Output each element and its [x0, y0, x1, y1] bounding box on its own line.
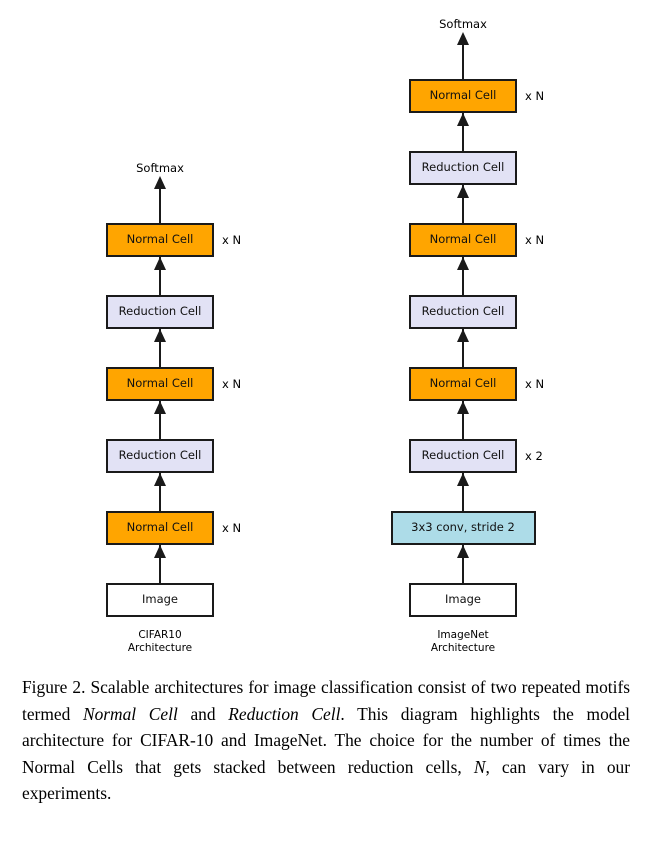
arrow-shaft: [462, 257, 464, 295]
arrow-head-icon: [457, 329, 469, 342]
arrow-shaft: [462, 185, 464, 223]
arrow-head-icon: [457, 473, 469, 486]
arrow-head-icon: [154, 257, 166, 270]
arrow-shaft: [462, 329, 464, 367]
cell-node-row: Normal Cell x N: [318, 367, 608, 401]
cell-node-row: 3x3 conv, stride 2: [318, 511, 608, 545]
cell-node-row: Reduction Cell x 2: [318, 439, 608, 473]
cell-node-row: Reduction Cell: [318, 295, 608, 329]
caption-part-3: . This diagram highlights the model arch…: [22, 703, 631, 777]
column-caption-cifar10: CIFAR10 Architecture: [15, 629, 305, 655]
arrow-head-icon: [457, 545, 469, 558]
cell-node-reduction[interactable]: Reduction Cell: [106, 295, 214, 329]
arrow-shaft: [462, 473, 464, 511]
arrow-head-icon: [154, 545, 166, 558]
arrow-shaft: [159, 329, 161, 367]
cell-node-reduction[interactable]: Reduction Cell: [106, 439, 214, 473]
repeat-multiplier-label: x N: [525, 233, 545, 247]
flow-arrow: [15, 545, 305, 583]
flow-arrow: [15, 401, 305, 439]
cell-node-reduction[interactable]: Reduction Cell: [409, 439, 517, 473]
cell-node-row: Reduction Cell: [15, 295, 305, 329]
arrow-shaft: [462, 401, 464, 439]
flow-arrow: [318, 113, 608, 151]
cell-node-row: Reduction Cell: [318, 151, 608, 185]
column-caption-line2: Architecture: [430, 642, 496, 654]
repeat-multiplier-label: x N: [525, 377, 545, 391]
cell-node-reduction[interactable]: Reduction Cell: [409, 151, 517, 185]
flow-arrow: [318, 185, 608, 223]
arrow-shaft: [159, 401, 161, 439]
cell-node-reduction[interactable]: Reduction Cell: [409, 295, 517, 329]
caption-figure-number: Figure 2.: [22, 677, 86, 698]
column-caption-line1: CIFAR10: [138, 629, 182, 641]
cell-node-row: Normal Cell x N: [15, 367, 305, 401]
cell-node-conv[interactable]: 3x3 conv, stride 2: [390, 511, 536, 545]
cell-stack-imagenet: Image 3x3 conv, stride 2 Reduction Cell x 2…: [318, 17, 608, 617]
arrow-shaft: [462, 39, 464, 79]
flow-arrow: [318, 329, 608, 367]
arrow-head-icon: [457, 257, 469, 270]
cell-node-row: Normal Cell x N: [318, 223, 608, 257]
cell-node-normal[interactable]: Normal Cell: [409, 367, 517, 401]
arrow-head-icon: [457, 401, 469, 414]
flow-arrow: [15, 329, 305, 367]
cell-node-normal[interactable]: Normal Cell: [409, 223, 517, 257]
arrow-shaft: [159, 257, 161, 295]
caption-part-2: and: [177, 703, 229, 724]
cell-node-normal[interactable]: Normal Cell: [106, 223, 214, 257]
cell-node-row: Image: [318, 583, 608, 617]
cell-node-row: Normal Cell x N: [15, 511, 305, 545]
caption-emphasis-normal-cell: Normal Cell: [82, 703, 178, 724]
softmax-output-arrow: Softmax: [318, 17, 608, 79]
flow-arrow: [318, 257, 608, 295]
cell-node-row: Image: [15, 583, 305, 617]
cell-node-normal[interactable]: Normal Cell: [409, 79, 517, 113]
cell-node-row: Normal Cell x N: [318, 79, 608, 113]
arrow-head-icon: [154, 473, 166, 486]
caption-part-1: Scalable architectures for image classif…: [22, 677, 631, 724]
cell-node-image[interactable]: Image: [409, 583, 517, 617]
repeat-multiplier-label: x 2: [525, 449, 543, 463]
cell-node-normal[interactable]: Normal Cell: [106, 367, 214, 401]
cell-node-normal[interactable]: Normal Cell: [106, 511, 214, 545]
softmax-label: Softmax: [136, 161, 184, 175]
arrow-shaft: [159, 183, 161, 223]
figure-caption: Figure 2. Scalable architectures for ima…: [22, 674, 630, 807]
arrow-head-icon: [154, 401, 166, 414]
flow-arrow: [318, 545, 608, 583]
arrow-shaft: [159, 545, 161, 583]
arrow-head-icon: [154, 329, 166, 342]
flow-arrow: [15, 257, 305, 295]
arrow-head-icon: [154, 176, 166, 189]
cell-node-row: Normal Cell x N: [15, 223, 305, 257]
flow-arrow: [318, 401, 608, 439]
column-caption-imagenet: ImageNet Architecture: [318, 629, 608, 655]
cell-node-image[interactable]: Image: [106, 583, 214, 617]
repeat-multiplier-label: x N: [525, 89, 545, 103]
caption-emphasis-reduction-cell: Reduction Cell: [228, 703, 341, 724]
arrow-shaft: [462, 545, 464, 583]
arrow-head-icon: [457, 32, 469, 45]
caption-part-4: , can vary in our experiments.: [22, 756, 630, 804]
arrow-shaft: [159, 473, 161, 511]
column-caption-line2: Architecture: [127, 642, 193, 654]
architecture-column-imagenet: Image 3x3 conv, stride 2 Reduction Cell x 2…: [318, 0, 608, 655]
caption-variable-n: N: [473, 756, 486, 777]
flow-arrow: [15, 473, 305, 511]
cell-node-row: Reduction Cell: [15, 439, 305, 473]
softmax-output-arrow: Softmax: [15, 161, 305, 223]
column-caption-line1: ImageNet: [437, 629, 489, 641]
arrow-head-icon: [457, 113, 469, 126]
repeat-multiplier-label: x N: [222, 521, 242, 535]
repeat-multiplier-label: x N: [222, 377, 242, 391]
arrow-shaft: [462, 113, 464, 151]
arrow-head-icon: [457, 185, 469, 198]
softmax-label: Softmax: [439, 17, 487, 31]
repeat-multiplier-label: x N: [222, 233, 242, 247]
flow-arrow: [318, 473, 608, 511]
